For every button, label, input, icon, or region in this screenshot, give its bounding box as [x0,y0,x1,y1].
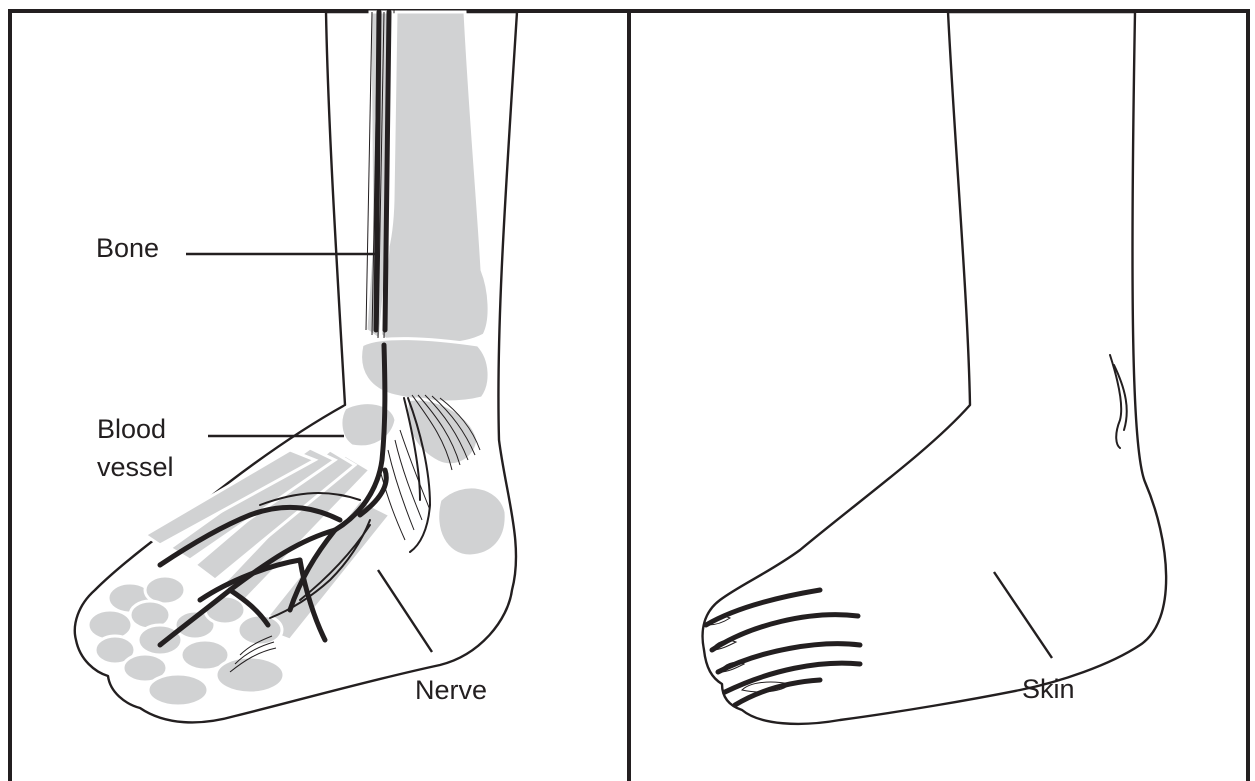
skin-outline [703,12,1167,724]
nerve-label: Nerve [415,675,487,705]
blood-vessel-label-line1: Blood [97,414,166,444]
anatomical-foot-illustration: Bone Blood vessel Nerve [75,12,517,722]
skin-label: Skin [1022,674,1075,704]
bone-label: Bone [96,233,159,263]
blood-vessel-label-line2: vessel [97,452,174,482]
calcaneus-bone [438,487,506,556]
external-foot-illustration: Skin [703,12,1167,724]
